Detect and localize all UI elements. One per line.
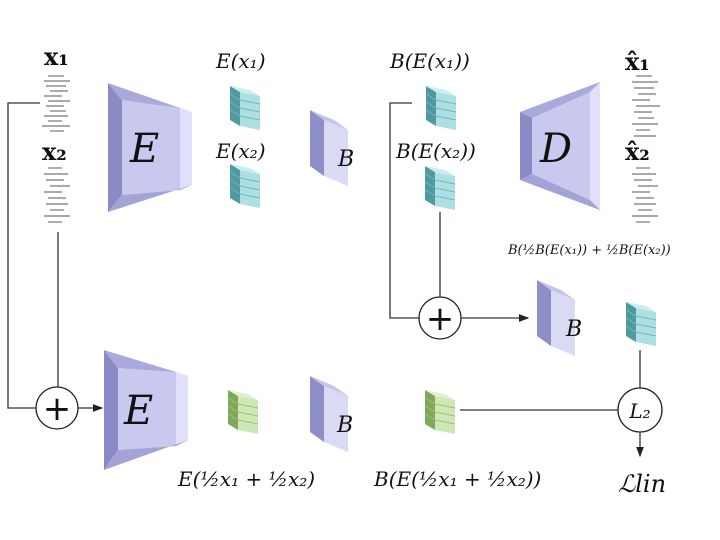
label-E-x2: E(x₂) bbox=[215, 139, 266, 163]
encoder-bottom bbox=[104, 350, 188, 470]
waveform-x1-hat bbox=[632, 75, 660, 137]
feature-E-x1 bbox=[229, 85, 261, 131]
feature-B-mix-latent bbox=[625, 301, 657, 347]
label-bottleneck-top: B bbox=[337, 147, 354, 172]
label-x1: x₁ bbox=[44, 42, 69, 71]
label-B-E-x1: B(E(x₁)) bbox=[389, 49, 470, 73]
label-bottleneck-bottom: B bbox=[336, 413, 353, 438]
feature-B-E-x2 bbox=[424, 165, 456, 211]
waveform-x1 bbox=[42, 75, 70, 132]
label-x2: x₂ bbox=[42, 137, 67, 166]
label-encoder-bottom: E bbox=[123, 388, 153, 434]
decoder bbox=[520, 82, 600, 210]
label-loss: ℒlin bbox=[618, 470, 666, 498]
label-l2: L₂ bbox=[628, 399, 650, 423]
label-B-E-mix-input: B(E(½x₁ + ½x₂)) bbox=[373, 467, 541, 491]
label-encoder-top: E bbox=[129, 126, 159, 172]
label-decoder: D bbox=[539, 126, 572, 172]
label-B-E-x2: B(E(x₂)) bbox=[395, 139, 476, 163]
feature-E-mix-input bbox=[227, 389, 259, 435]
encoder-top bbox=[108, 83, 192, 212]
label-x1-hat: x̂₁ bbox=[625, 47, 650, 76]
label-B-mix-latent: B(½B(E(x₁)) + ½B(E(x₂)) bbox=[507, 243, 671, 258]
label-x2-hat: x̂₂ bbox=[625, 137, 650, 166]
label-bottleneck-mid: B bbox=[565, 317, 582, 342]
waveform-x2 bbox=[44, 167, 70, 223]
feature-B-E-x1 bbox=[425, 85, 457, 131]
plus-icon-top: + bbox=[426, 299, 455, 339]
plus-icon-bottom: + bbox=[43, 389, 72, 429]
feature-B-E-mix-input bbox=[424, 389, 456, 435]
connector-x1 bbox=[7, 102, 40, 409]
waveform-x2-hat bbox=[632, 167, 658, 223]
label-E-x1: E(x₁) bbox=[215, 49, 266, 73]
connector-B-E-x1 bbox=[389, 102, 419, 319]
feature-E-x2 bbox=[229, 163, 261, 209]
label-E-mix-input: E(½x₁ + ½x₂) bbox=[177, 467, 315, 491]
